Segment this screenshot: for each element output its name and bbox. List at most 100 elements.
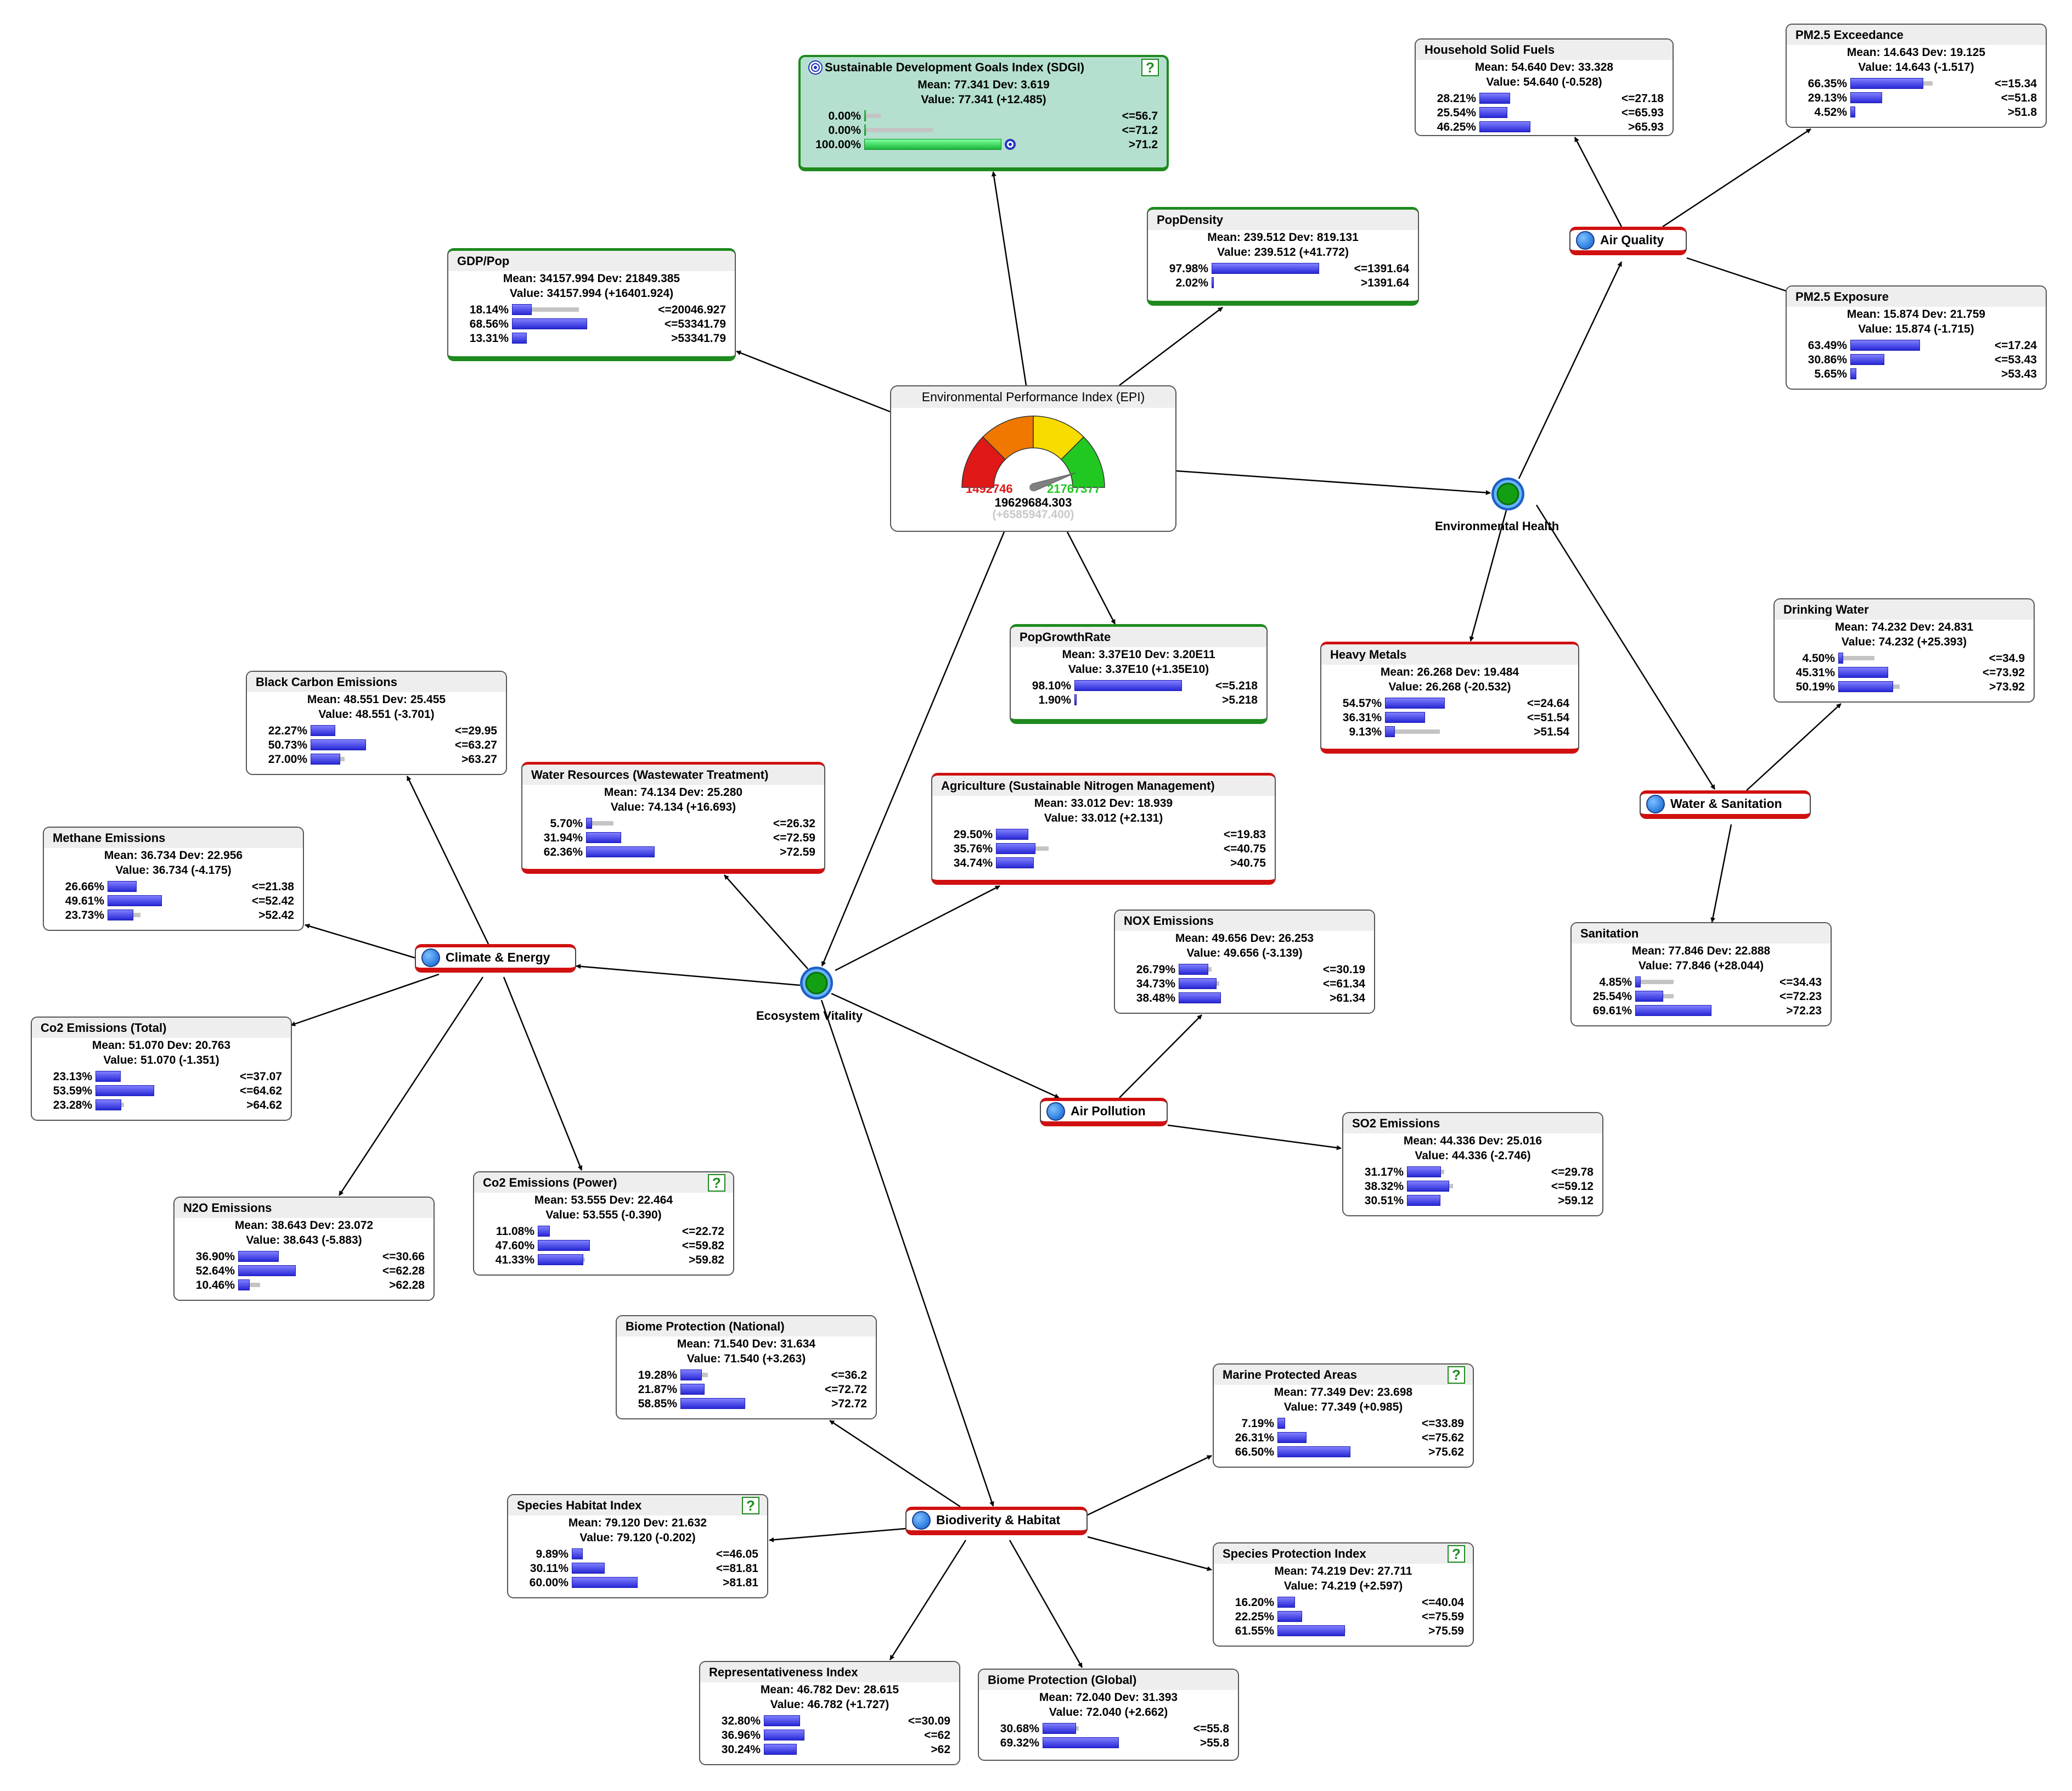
- state-probability: 60.00%: [529, 1576, 568, 1589]
- state-label: <=34.9: [1989, 652, 2025, 665]
- state-probability: 9.13%: [1349, 725, 1382, 738]
- edge-arrow: [1535, 504, 1716, 790]
- state-label: <=53341.79: [664, 317, 726, 330]
- epi-node[interactable]: Environmental Performance Index (EPI) 14…: [890, 385, 1176, 532]
- posterior-bar: [1635, 991, 1663, 1002]
- posterior-bar: [764, 1744, 797, 1755]
- state-label: >62: [931, 1743, 950, 1756]
- node-biome-national[interactable]: Biome Protection (National)Mean: 71.540 …: [616, 1315, 877, 1419]
- node-marine-protected[interactable]: Marine Protected Areas?Mean: 77.349 Dev:…: [1213, 1363, 1474, 1468]
- node-title: PopGrowthRate: [1011, 627, 1266, 647]
- posterior-bar: [311, 725, 335, 736]
- state-row: 18.14%<=20046.927: [448, 302, 735, 317]
- state-probability: 36.90%: [195, 1250, 235, 1263]
- node-mean: Mean: 51.070 Dev: 20.763: [92, 1039, 231, 1052]
- help-icon[interactable]: ?: [1141, 59, 1159, 76]
- node-agriculture[interactable]: Agriculture (Sustainable Nitrogen Manage…: [931, 773, 1276, 885]
- node-value: Value: 74.232 (+25.393): [1841, 636, 1967, 648]
- posterior-bar: [1385, 698, 1445, 709]
- state-row: 0.00%<=56.7: [801, 109, 1167, 123]
- state-row: 0.00%<=71.2: [801, 123, 1167, 137]
- node-water-resources[interactable]: Water Resources (Wastewater Treatment)Me…: [521, 762, 825, 874]
- state-row: 7.19%<=33.89: [1214, 1416, 1473, 1430]
- posterior-bar: [1850, 106, 1855, 117]
- posterior-bar: [1277, 1597, 1295, 1608]
- state-bar: [864, 110, 1001, 121]
- node-co2-total[interactable]: Co2 Emissions (Total)Mean: 51.070 Dev: 2…: [31, 1017, 292, 1121]
- state-label: >65.93: [1628, 120, 1664, 133]
- help-icon[interactable]: ?: [708, 1174, 725, 1192]
- state-probability: 29.13%: [1808, 91, 1847, 104]
- decision-water-sanitation[interactable]: Water & Sanitation: [1640, 790, 1811, 819]
- state-probability: 34.73%: [1136, 977, 1175, 990]
- node-species-habitat[interactable]: Species Habitat Index?Mean: 79.120 Dev: …: [507, 1494, 768, 1598]
- node-value: Value: 48.551 (-3.701): [318, 708, 435, 721]
- state-row: 5.65%>53.43: [1787, 367, 2046, 381]
- posterior-bar: [1838, 653, 1843, 664]
- state-label: <=62.28: [382, 1264, 425, 1277]
- posterior-bar: [996, 857, 1034, 868]
- state-probability: 69.61%: [1592, 1004, 1632, 1017]
- state-bar: [512, 304, 622, 315]
- node-mean: Mean: 77.349 Dev: 23.698: [1274, 1386, 1413, 1399]
- state-row: 26.66%<=21.38: [44, 879, 303, 894]
- node-value: Value: 46.782 (+1.727): [770, 1698, 889, 1711]
- state-label: <=56.7: [1122, 109, 1158, 122]
- decision-air-pollution[interactable]: Air Pollution: [1040, 1098, 1168, 1126]
- state-probability: 4.52%: [1814, 105, 1847, 119]
- state-label: <=17.24: [1994, 339, 2037, 352]
- node-title: Methane Emissions: [44, 828, 303, 848]
- state-probability: 53.59%: [53, 1084, 92, 1097]
- decision-climate-energy[interactable]: Climate & Energy: [415, 944, 576, 973]
- node-title: Marine Protected Areas?: [1214, 1365, 1473, 1385]
- help-icon[interactable]: ?: [742, 1497, 759, 1514]
- state-label: <=62: [924, 1728, 950, 1742]
- help-icon[interactable]: ?: [1448, 1545, 1465, 1563]
- node-mean: Mean: 49.656 Dev: 26.253: [1175, 932, 1314, 945]
- env-health-hub[interactable]: [1491, 478, 1524, 510]
- state-row: 30.51%>59.12: [1343, 1193, 1602, 1208]
- node-species-protection[interactable]: Species Protection Index?Mean: 74.219 De…: [1213, 1542, 1474, 1647]
- posterior-bar: [512, 318, 587, 329]
- state-probability: 25.54%: [1592, 990, 1632, 1003]
- state-probability: 30.11%: [530, 1562, 568, 1575]
- eco-vitality-hub[interactable]: [800, 967, 833, 1000]
- node-co2-power[interactable]: Co2 Emissions (Power)?Mean: 53.555 Dev: …: [473, 1171, 734, 1276]
- decision-air-quality[interactable]: Air Quality: [1569, 227, 1687, 255]
- node-sdgi[interactable]: Sustainable Development Goals Index (SDG…: [798, 55, 1169, 171]
- state-label: <=72.59: [773, 831, 815, 844]
- state-probability: 4.50%: [1802, 652, 1835, 665]
- posterior-bar: [864, 139, 1001, 150]
- node-title: Black Carbon Emissions: [247, 672, 506, 692]
- state-row: 36.90%<=30.66: [174, 1249, 433, 1264]
- state-row: 19.28%<=36.2: [617, 1368, 876, 1382]
- state-bar: [1385, 712, 1495, 723]
- posterior-bar: [680, 1398, 745, 1409]
- node-title: Heavy Metals: [1321, 644, 1578, 665]
- edge-arrow: [1066, 531, 1116, 625]
- node-biome-global[interactable]: Biome Protection (Global)Mean: 72.040 De…: [978, 1669, 1239, 1761]
- help-icon[interactable]: ?: [1448, 1366, 1465, 1384]
- state-label: >61.34: [1330, 991, 1365, 1004]
- gauge-pivot: [1029, 484, 1037, 491]
- state-label: <=40.75: [1223, 842, 1266, 855]
- state-probability: 58.85%: [638, 1397, 677, 1410]
- decision-biodiversity[interactable]: Biodiverity & Habitat: [905, 1507, 1088, 1535]
- state-probability: 66.35%: [1808, 77, 1847, 90]
- state-label: <=29.78: [1551, 1165, 1594, 1178]
